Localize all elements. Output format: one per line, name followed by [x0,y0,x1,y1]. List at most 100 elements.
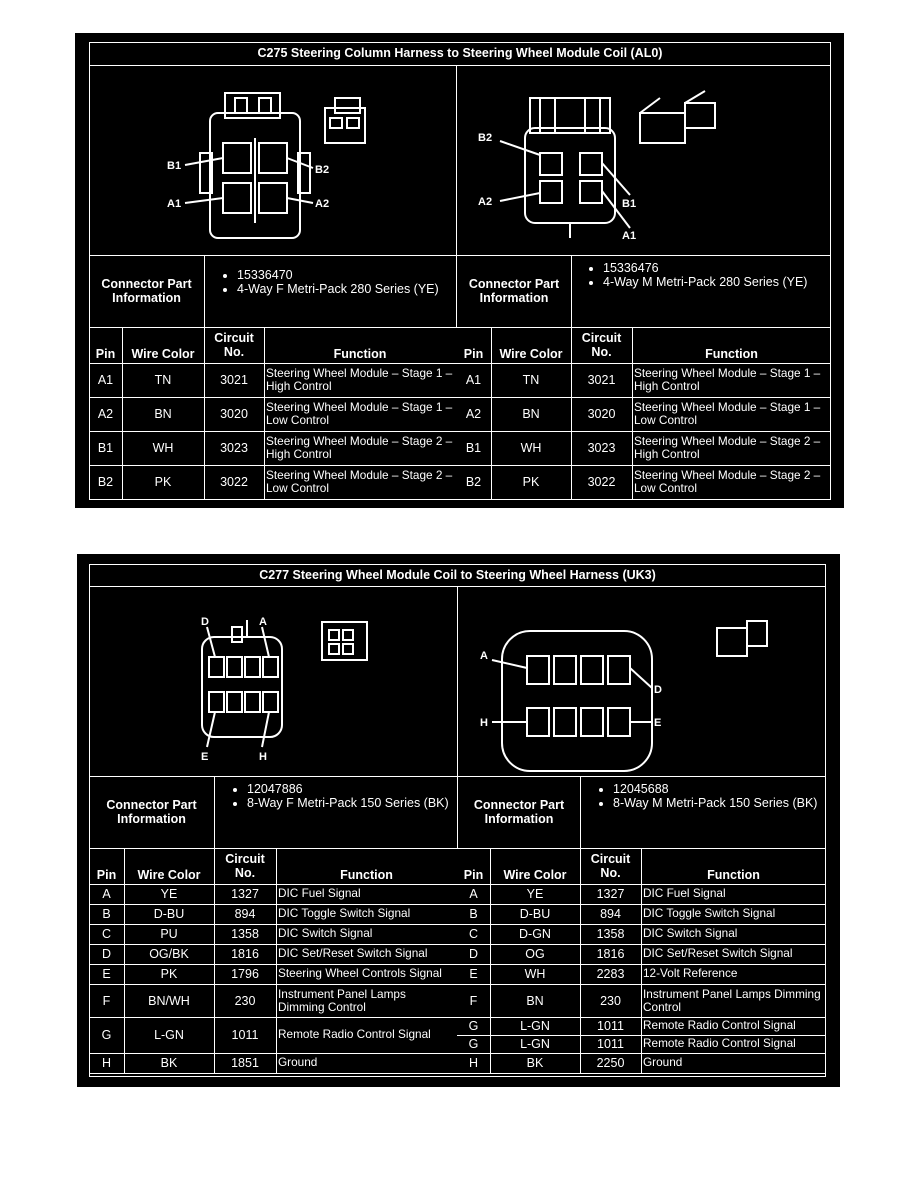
grid-line [276,848,277,1073]
function-cell: Steering Wheel Module – Stage 1 – Low Co… [266,400,453,427]
pin-cell: B [469,907,478,921]
grid-line [632,327,633,499]
wire-color-cell: BK [160,1056,178,1070]
circuit-cell: 3020 [220,407,248,421]
pin-label: A2 [315,198,329,210]
function-cell: Steering Wheel Module – Stage 2 – High C… [634,434,821,461]
circuit-cell: 230 [600,994,621,1008]
column-header: Wire Color [503,868,567,882]
wire-color-cell: YE [160,887,178,901]
function-cell: DIC Toggle Switch Signal [643,906,776,920]
part-info-list: 12045688 8-Way M Metri-Pack 150 Series (… [587,782,823,810]
pin-label: E [654,717,661,729]
wire-color-cell: TN [522,373,540,387]
function-cell: Instrument Panel Lamps Dimming Control [278,987,406,1014]
wire-color-cell: PK [154,475,172,489]
circuit-cell: 2283 [596,967,625,981]
pin-cell: E [469,967,478,981]
grid-line [641,848,642,1073]
wire-color-cell: WH [524,967,546,981]
pin-label: B2 [315,164,329,176]
function-cell: DIC Set/Reset Switch Signal [643,946,793,960]
wire-color-cell: BN [154,407,172,421]
pin-cell: D [468,947,479,961]
circuit-cell: 1327 [596,887,625,901]
grid-line [457,964,826,965]
circuit-cell: 1816 [231,947,259,961]
grid-line [89,1073,457,1074]
function-cell: Ground [278,1055,318,1069]
wire-color-cell: YE [526,887,544,901]
pin-label: A2 [478,196,492,208]
function-cell: DIC Switch Signal [643,926,738,940]
c275-female-connector-diagram: B1 A1 B2 A2 [167,92,366,239]
column-header: Circuit No. [590,852,631,880]
pin-cell: H [101,1056,112,1070]
part-info-list: 15336476 4-Way M Metri-Pack 280 Series (… [577,261,827,289]
circuit-cell: 3021 [220,373,248,387]
function-cell: Remote Radio Control Signal [278,1027,431,1041]
grid-line [457,924,826,925]
circuit-cell: 1816 [596,947,625,961]
pin-label: B1 [622,198,636,210]
function-cell: 12-Volt Reference [643,966,738,980]
pin-label: H [259,751,267,763]
wire-color-cell: BN/WH [148,994,190,1008]
pin-cell: F [102,994,111,1008]
pin-cell: B1 [465,441,482,455]
c277-connector-table: C277 Steering Wheel Module Coil to Steer… [77,554,840,1087]
column-header: Pin [463,868,484,882]
wire-color-cell: PK [160,967,178,981]
column-header: Function [705,347,758,361]
function-cell: Steering Wheel Module – Stage 1 – High C… [266,366,453,393]
grid-line [89,904,457,905]
grid-line [456,431,831,432]
circuit-cell: 1011 [597,1037,624,1051]
wire-color-cell: PU [160,927,178,941]
pin-label: A1 [622,230,636,242]
c277-female-connector-diagram: D A E H [201,616,368,763]
circuit-cell: 894 [600,907,621,921]
wire-color-cell: OG/BK [149,947,189,961]
grid-line [89,499,456,500]
pin-label: A1 [167,198,181,210]
circuit-cell: 3023 [587,441,616,455]
grid-line [89,1053,457,1054]
pin-label: B2 [478,132,492,144]
pin-cell: F [469,994,478,1008]
pin-label: D [654,684,662,696]
wire-color-cell: D-GN [519,927,551,941]
connector-part-label: Connector Part Information [101,277,192,305]
pin-cell: B [102,907,111,921]
grid-line [204,327,205,499]
wire-color-cell: L-GN [520,1037,550,1051]
pin-cell: H [468,1056,479,1070]
circuit-cell: 3022 [220,475,248,489]
grid-line [456,465,831,466]
function-cell: DIC Switch Signal [278,926,373,940]
part-series: 4-Way M Metri-Pack 280 Series (YE) [603,275,827,289]
circuit-cell: 3021 [587,373,616,387]
pin-cell: G [468,1037,479,1051]
table-frame [89,564,826,1077]
pin-cell: D [101,947,112,961]
grid-line [456,499,831,500]
pin-label: B1 [167,160,181,172]
connector-part-label: Connector Part Information [473,798,565,826]
part-number: 12047886 [247,782,456,796]
grid-line [571,327,572,499]
wire-color-cell: D-BU [519,907,551,921]
part-series: 8-Way F Metri-Pack 150 Series (BK) [247,796,456,810]
grid-line [456,363,831,364]
column-header: Pin [463,347,484,361]
column-header: Function [333,347,387,361]
part-info-list: 15336470 4-Way F Metri-Pack 280 Series (… [211,268,455,296]
grid-line [580,848,581,1073]
connector-part-label: Connector Part Information [468,277,560,305]
grid-line [457,1053,826,1054]
pin-cell: B2 [97,475,114,489]
pin-label: A [480,650,488,662]
pin-cell: A [469,887,478,901]
grid-line [264,327,265,499]
column-header: Circuit No. [225,852,265,880]
